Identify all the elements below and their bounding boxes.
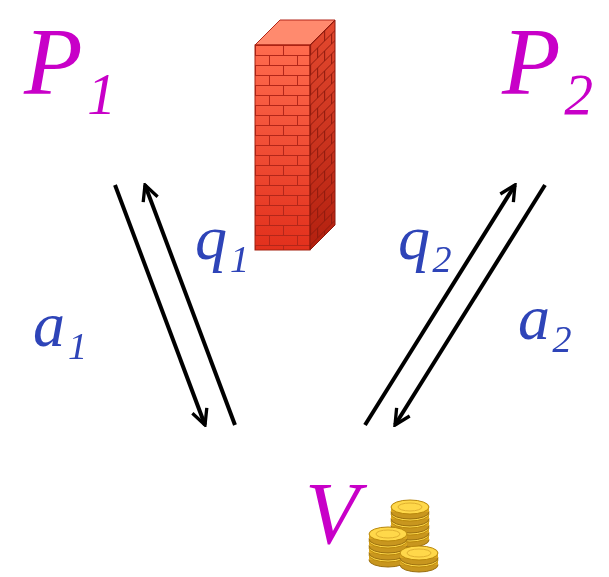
- party-node: P₂: [460, 10, 605, 185]
- party-node: V: [200, 425, 420, 567]
- party-name: P₂: [502, 14, 594, 110]
- message-label-box: q₂: [396, 206, 454, 270]
- message-label-box: q₁: [193, 206, 251, 270]
- message-label-box: a₁: [31, 293, 89, 357]
- coin: [400, 546, 438, 565]
- message-label-box: a₂: [516, 286, 574, 350]
- party-name: P₁: [24, 14, 116, 110]
- wall-side: [310, 20, 335, 250]
- message-label: q₁: [193, 206, 251, 270]
- wall-front: [255, 45, 310, 250]
- message-label: a₂: [516, 286, 574, 350]
- coin: [369, 527, 407, 546]
- wall-bricks: [255, 45, 310, 250]
- message-label: q₂: [396, 206, 454, 270]
- message-arrow: [365, 185, 515, 425]
- wall-side-bricks: [310, 20, 335, 250]
- party-node: P₁: [10, 10, 150, 185]
- party-name: V: [305, 470, 359, 558]
- message-label: a₁: [31, 293, 89, 357]
- coin: [391, 500, 429, 519]
